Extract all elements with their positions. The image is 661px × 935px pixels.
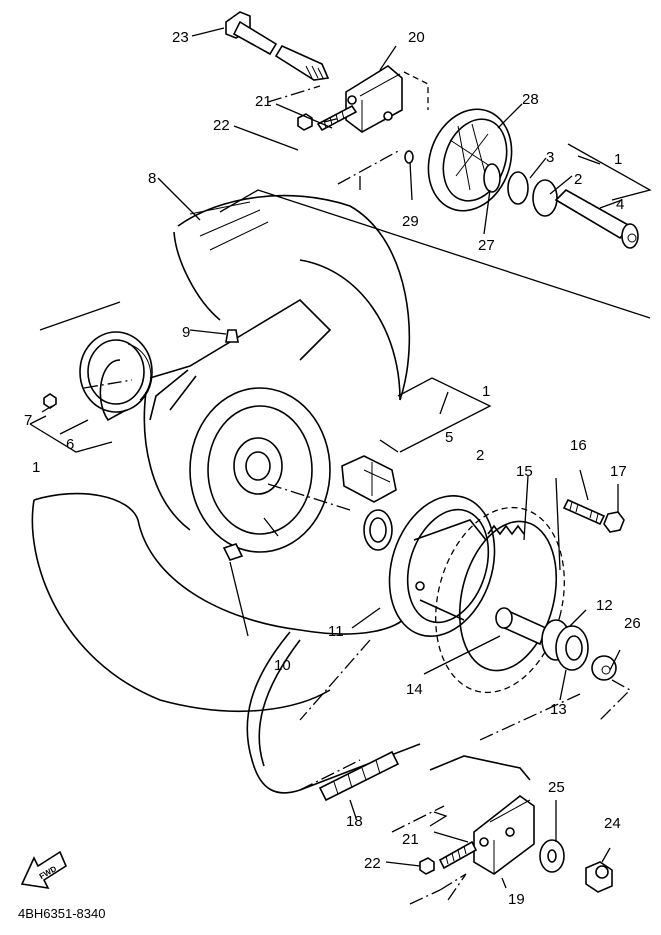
callout-21-upper: 21 — [255, 93, 272, 110]
callout-15: 15 — [516, 463, 533, 480]
callout-22-upper: 22 — [213, 117, 230, 134]
callout-2-top: 2 — [574, 171, 582, 188]
part-o-ring — [404, 150, 414, 164]
callout-labels: 23 20 21 22 28 3 1 2 4 29 27 8 9 7 6 1 1… — [24, 29, 641, 908]
part-bearing — [363, 509, 393, 551]
part-drive-chain — [246, 631, 421, 802]
part-tire — [31, 194, 411, 713]
part-washer — [539, 839, 565, 873]
callout-11: 11 — [328, 623, 344, 640]
callout-5: 5 — [445, 429, 453, 446]
part-spoke-cover — [222, 543, 244, 561]
callout-29: 29 — [402, 213, 419, 230]
callout-6: 6 — [66, 436, 74, 453]
part-brake-disc-hub — [427, 108, 513, 212]
callout-10: 10 — [274, 657, 291, 674]
part-damper-plate — [43, 331, 153, 413]
part-chain-puller-upper — [345, 65, 429, 133]
fwd-arrow-icon: FWD — [20, 850, 68, 890]
callout-1-mid: 1 — [482, 383, 490, 400]
callout-4: 4 — [616, 196, 624, 213]
callout-13: 13 — [550, 701, 567, 718]
callout-7: 7 — [24, 412, 32, 429]
part-axle-assembly — [483, 163, 639, 249]
callout-19: 19 — [508, 891, 525, 908]
callout-26: 26 — [624, 615, 641, 632]
callout-8: 8 — [148, 170, 156, 187]
part-nut — [585, 861, 613, 893]
callout-27: 27 — [478, 237, 495, 254]
part-sprocket-shaft — [495, 607, 617, 681]
part-axle-bolt — [225, 11, 330, 81]
part-brake-shoe-plate — [388, 495, 496, 637]
part-wheel-hub — [99, 298, 332, 553]
callout-21-lower: 21 — [402, 831, 419, 848]
callout-12: 12 — [596, 597, 613, 614]
callout-1-left: 1 — [32, 459, 40, 476]
callout-22-lower: 22 — [364, 855, 381, 872]
callout-1-top: 1 — [614, 151, 622, 168]
callout-28: 28 — [522, 91, 539, 108]
callout-16: 16 — [570, 437, 587, 454]
callout-3: 3 — [546, 149, 554, 166]
part-code: 4BH6351-8340 — [18, 906, 105, 921]
callout-20: 20 — [408, 29, 425, 46]
part-chain-puller-lower — [429, 755, 535, 875]
callout-24: 24 — [604, 815, 621, 832]
part-adjust-bolt-lower — [419, 840, 478, 875]
callout-14: 14 — [406, 681, 423, 698]
callout-23: 23 — [172, 29, 189, 46]
part-damper — [341, 455, 397, 503]
callout-18: 18 — [346, 813, 363, 830]
callout-9: 9 — [182, 324, 190, 341]
callout-25: 25 — [548, 779, 565, 796]
part-stud-nut — [562, 498, 625, 533]
callout-17: 17 — [610, 463, 627, 480]
leader-lines — [29, 27, 652, 905]
part-valve — [225, 329, 239, 343]
part-sprocket — [435, 506, 565, 694]
callout-2-mid: 2 — [476, 447, 484, 464]
